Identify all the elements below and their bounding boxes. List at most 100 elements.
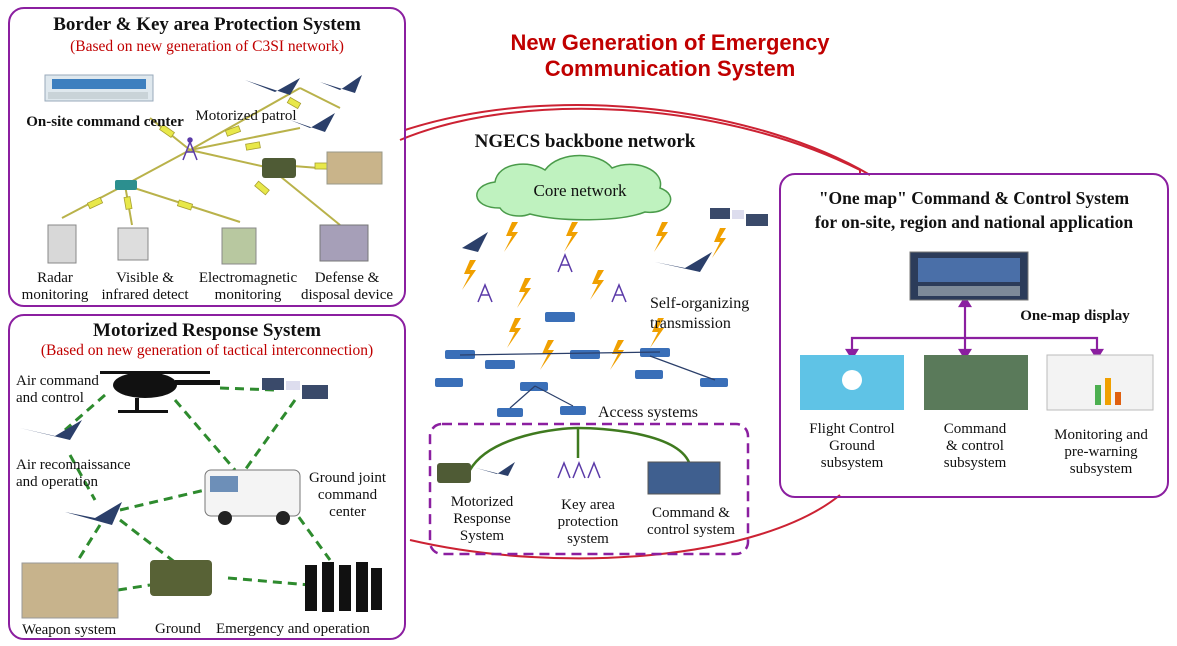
label-air-command-line2: and control: [16, 390, 84, 406]
main-title: New Generation of Emergency Communicatio…: [470, 30, 870, 82]
access-systems-label: Access systems: [598, 404, 698, 421]
access-motorized-line1: Motorized: [450, 494, 514, 510]
label-electromagnetic-line2: monitoring: [214, 287, 282, 303]
label-electromagnetic-line1: Electromagnetic: [198, 270, 298, 286]
patrol-vehicle: [262, 158, 296, 178]
subsystem-images: [800, 354, 1154, 411]
label-radar: Radar monitoring: [20, 270, 90, 304]
flight-control-label: Flight Control Ground subsystem: [793, 421, 911, 472]
label-defense: Defense & disposal device: [294, 270, 400, 304]
monitoring-line2: pre-warning: [1064, 444, 1138, 460]
helicopter-icon: [100, 371, 220, 413]
access-box: [428, 422, 750, 556]
access-links: [468, 426, 692, 471]
label-defense-line2: disposal device: [300, 287, 394, 303]
onemap-display-label: One-map display: [1020, 308, 1130, 324]
access-towers: [557, 460, 601, 479]
command-control-line2: & control: [946, 438, 1004, 454]
soldiers-icon: [305, 562, 382, 612]
border-protection-panel: [8, 7, 406, 307]
router-icon-small: [115, 180, 137, 190]
flight-control-line3: subsystem: [820, 455, 884, 471]
backbone-plane-right: [655, 252, 712, 272]
recon-plane: [20, 420, 82, 440]
lightning-bolts: [462, 222, 726, 370]
backbone-towers: [477, 253, 627, 303]
label-radar-line2: monitoring: [21, 287, 89, 303]
access-vehicle: [437, 463, 471, 483]
self-organizing-line2: transmission: [650, 315, 731, 332]
access-command-image: [647, 461, 721, 495]
operation-plane: [65, 502, 122, 525]
label-radar-line1: Radar: [37, 270, 73, 286]
label-air-command-line1: Air command: [16, 373, 99, 389]
main-title-line2: Communication System: [544, 56, 796, 81]
onemap-title-line1: "One map" Command & Control System: [818, 188, 1130, 208]
command-van-icon: [204, 469, 301, 525]
access-command-line2: control system: [647, 522, 735, 538]
launcher-photo-top: [326, 151, 383, 185]
patrol-planes: [245, 75, 362, 132]
ground-vehicle: [150, 560, 212, 596]
label-ground: Ground: [155, 621, 201, 637]
label-ground-joint: Ground joint command center: [295, 470, 400, 521]
motorized-panel-subtitle: (Based on new generation of tactical int…: [40, 342, 374, 359]
label-defense-line1: Defense &: [314, 270, 380, 286]
label-air-recon-line1: Air reconnaissance: [16, 457, 131, 473]
access-motorized-line3: System: [459, 528, 505, 544]
label-emergency: Emergency and operation: [216, 621, 370, 637]
access-command-label: Command & control system: [636, 505, 746, 539]
command-center-image: [44, 74, 154, 102]
backbone-plane-left: [430, 232, 488, 252]
monitoring-line1: Monitoring and: [1054, 427, 1148, 443]
label-motorized-patrol: Motorized patrol: [195, 108, 297, 124]
onemap-panel: [779, 173, 1169, 498]
access-key-area-line1: Key area: [561, 497, 615, 513]
motorized-panel-title: Motorized Response System: [93, 320, 321, 341]
backbone-lines: [459, 351, 716, 409]
label-air-recon: Air reconnaissance and operation: [16, 457, 166, 491]
label-air-recon-line2: and operation: [16, 474, 99, 490]
access-plane: [476, 462, 515, 476]
label-ground-joint-line3: center: [329, 504, 366, 520]
border-panel-title: Border & Key area Protection System: [53, 14, 361, 35]
label-visible-line2: infrared detect: [101, 287, 189, 303]
onemap-title: "One map" Command & Control System for o…: [779, 186, 1169, 234]
weapon-photo: [21, 562, 119, 619]
label-command-center: On-site command center: [26, 114, 184, 130]
core-network-label: Core network: [533, 181, 627, 200]
main-title-line1: New Generation of Emergency: [510, 30, 830, 55]
access-key-area-line3: system: [567, 531, 609, 547]
command-control-line1: Command: [943, 421, 1007, 437]
monitoring-line3: subsystem: [1069, 461, 1133, 477]
label-ground-joint-line2: command: [317, 487, 378, 503]
flight-control-line2: Ground: [829, 438, 875, 454]
monitoring-label: Monitoring and pre-warning subsystem: [1040, 427, 1162, 478]
access-key-area-label: Key area protection system: [542, 497, 634, 548]
link-markers: [86, 96, 328, 211]
backbone-satellite: [710, 208, 768, 226]
label-weapon: Weapon system: [22, 622, 117, 638]
motorized-response-panel: [8, 314, 406, 640]
label-visible: Visible & infrared detect: [95, 270, 195, 304]
backbone-title: NGECS backbone network: [474, 131, 696, 152]
access-command-line1: Command &: [652, 505, 730, 521]
self-organizing-label: Self-organizing transmission: [650, 294, 790, 334]
access-motorized-line2: Response: [453, 511, 511, 527]
onemap-arrows: [845, 295, 1104, 361]
label-visible-line1: Visible &: [116, 270, 174, 286]
backbone-switches: [435, 312, 728, 417]
command-control-line3: subsystem: [943, 455, 1007, 471]
access-motorized-label: Motorized Response System: [436, 494, 528, 545]
label-electromagnetic: Electromagnetic monitoring: [192, 270, 304, 304]
border-panel-subtitle: (Based on new generation of C3SI network…: [70, 38, 344, 55]
onemap-display-image: [909, 251, 1029, 301]
sensor-icons: [47, 224, 369, 265]
tower-icon-center: [182, 137, 198, 161]
onemap-title-line2: for on-site, region and national applica…: [814, 212, 1134, 232]
label-air-command: Air command and control: [16, 373, 126, 407]
self-organizing-line1: Self-organizing: [650, 295, 750, 312]
backbone-ellipse: [399, 107, 861, 560]
backbone-ellipse-top: [404, 103, 871, 176]
